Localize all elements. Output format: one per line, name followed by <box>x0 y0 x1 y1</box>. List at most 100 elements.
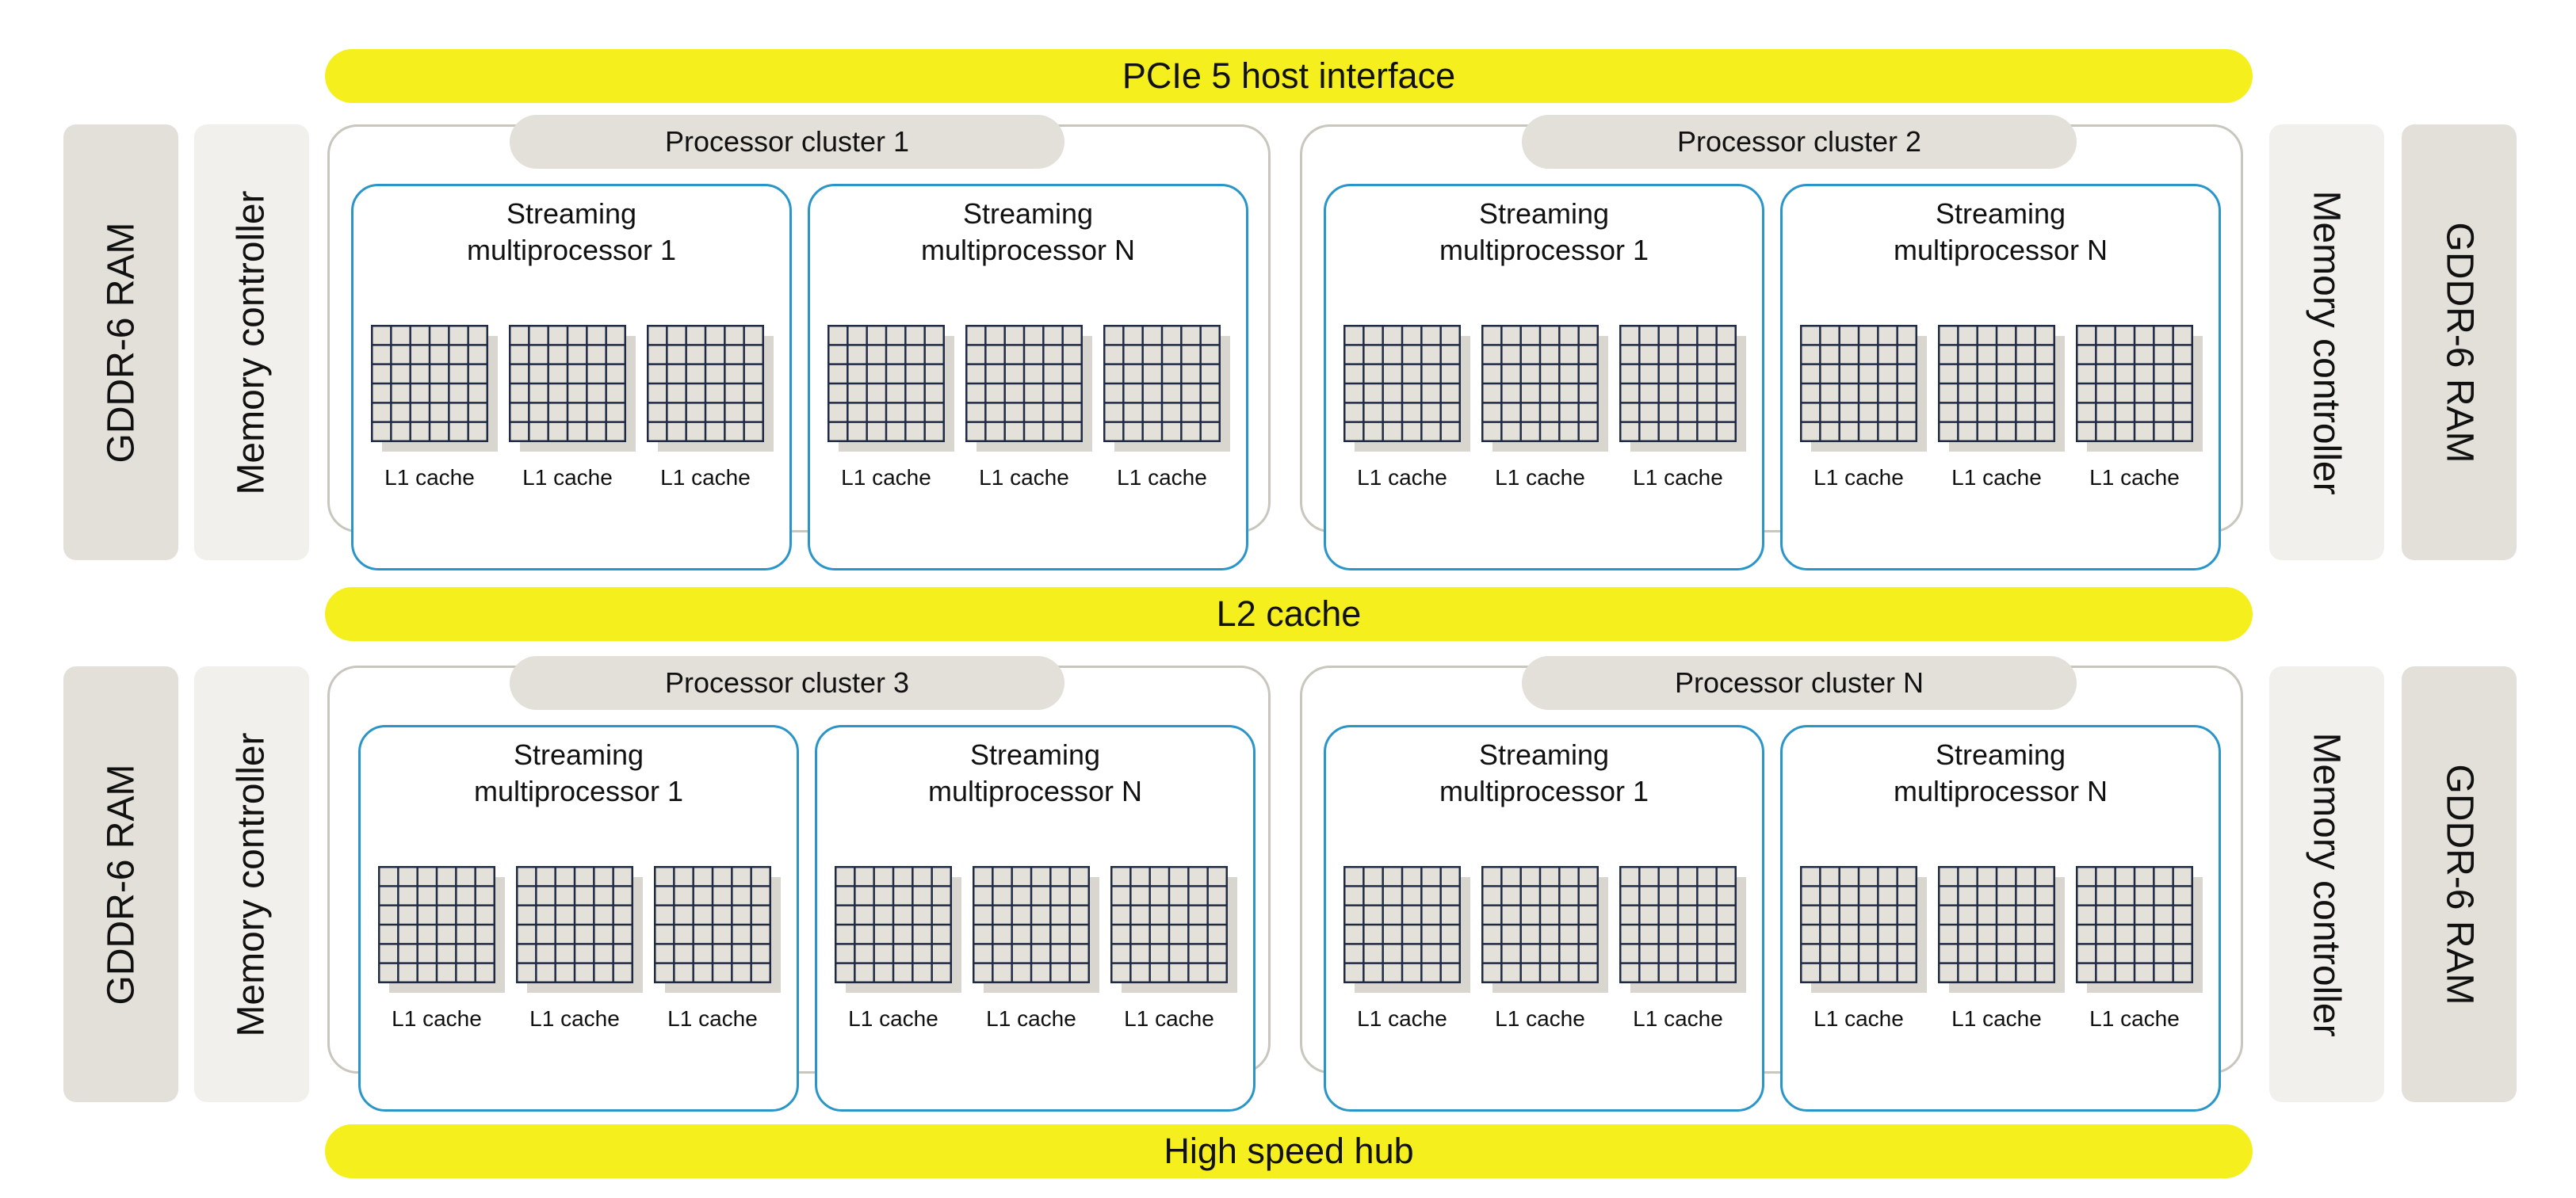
ram-label: GDDR-6 RAM <box>100 221 143 464</box>
sm-title-line1: Streaming <box>506 197 637 230</box>
streaming-multiprocessor-title: Streaming multiprocessor 1 <box>1326 737 1762 810</box>
core-grid-icon <box>827 325 954 452</box>
core-grid-icon <box>1619 866 1746 993</box>
sm-title-line2: multiprocessor N <box>1893 234 2108 266</box>
l1-cache-label: L1 cache <box>1495 465 1585 490</box>
l1-cache-label: L1 cache <box>529 1006 620 1031</box>
sm-title-line2: multiprocessor 1 <box>1439 775 1649 807</box>
l1-cache-label: L1 cache <box>660 465 751 490</box>
streaming-multiprocessor-title: Streaming multiprocessor N <box>1783 196 2219 269</box>
memory-controller-top-left: Memory controller <box>194 124 309 560</box>
streaming-multiprocessor: Streaming multiprocessor 1 L1 cache L1 cach… <box>1324 184 1764 570</box>
sm-title-line2: multiprocessor 1 <box>473 775 684 807</box>
l1-cache-label: L1 cache <box>1357 465 1447 490</box>
ram-label: GDDR-6 RAM <box>2438 221 2481 464</box>
streaming-multiprocessor-title: Streaming multiprocessor N <box>817 737 1253 810</box>
core-grid-icon <box>973 866 1099 993</box>
sm-title-line1: Streaming <box>1478 738 1610 771</box>
l1-cache-label: L1 cache <box>1124 1006 1214 1031</box>
core-grid-icon <box>1343 325 1470 452</box>
sm-title-line2: multiprocessor 1 <box>1439 234 1649 266</box>
core-grid-icon <box>654 866 781 993</box>
sm-title-line2: multiprocessor N <box>1893 775 2108 807</box>
l1-cache-label: L1 cache <box>1633 465 1723 490</box>
core-grid-icon <box>1938 325 2065 452</box>
memory-controller-label: Memory controller <box>2306 731 2348 1037</box>
ram-label: GDDR-6 RAM <box>2438 763 2481 1005</box>
streaming-multiprocessor: Streaming multiprocessor N L1 cache L1 cach… <box>1780 184 2221 570</box>
processor-cluster-label: Processor cluster 3 <box>510 656 1064 710</box>
processor-cluster-label: Processor cluster N <box>1522 656 2077 710</box>
l1-cache-label: L1 cache <box>1117 465 1207 490</box>
streaming-multiprocessor-title: Streaming multiprocessor 1 <box>1326 196 1762 269</box>
l2-cache-bus: L2 cache <box>325 587 2253 641</box>
streaming-multiprocessor: Streaming multiprocessor N L1 cache L1 cach… <box>808 184 1248 570</box>
l1-cache-label: L1 cache <box>2089 465 2180 490</box>
streaming-multiprocessor: Streaming multiprocessor 1 L1 cache L1 cach… <box>358 725 799 1112</box>
l1-cache-label: L1 cache <box>2089 1006 2180 1031</box>
memory-controller-top-right: Memory controller <box>2269 124 2384 560</box>
streaming-multiprocessor-title: Streaming multiprocessor 1 <box>361 737 797 810</box>
l1-cache-label: L1 cache <box>848 1006 938 1031</box>
streaming-multiprocessor-title: Streaming multiprocessor 1 <box>354 196 789 269</box>
high-speed-hub-bus: High speed hub <box>325 1124 2253 1178</box>
core-grid-icon <box>965 325 1092 452</box>
l1-cache-label: L1 cache <box>384 465 475 490</box>
l1-cache-label: L1 cache <box>392 1006 482 1031</box>
streaming-multiprocessor-title: Streaming multiprocessor N <box>1783 737 2219 810</box>
processor-cluster-label: Processor cluster 2 <box>1522 115 2077 169</box>
l1-cache-label: L1 cache <box>1495 1006 1585 1031</box>
l1-cache-label: L1 cache <box>1814 1006 1904 1031</box>
sm-title-line1: Streaming <box>962 197 1094 230</box>
ram-box-bottom-left: GDDR-6 RAM <box>63 666 178 1102</box>
core-grid-icon <box>1619 325 1746 452</box>
streaming-multiprocessor: Streaming multiprocessor 1 L1 cache L1 cach… <box>351 184 792 570</box>
l1-cache-label: L1 cache <box>1814 465 1904 490</box>
core-grid-icon <box>2076 325 2203 452</box>
memory-controller-bottom-right: Memory controller <box>2269 666 2384 1102</box>
core-grid-icon <box>516 866 643 993</box>
core-grid-icon <box>378 866 505 993</box>
core-grid-icon <box>1481 325 1608 452</box>
ram-box-top-right: GDDR-6 RAM <box>2402 124 2517 560</box>
sm-title-line2: multiprocessor N <box>927 775 1143 807</box>
core-grid-icon <box>371 325 498 452</box>
l1-cache-label: L1 cache <box>986 1006 1076 1031</box>
sm-title-line2: multiprocessor N <box>920 234 1136 266</box>
ram-box-top-left: GDDR-6 RAM <box>63 124 178 560</box>
core-grid-icon <box>2076 866 2203 993</box>
sm-title-line1: Streaming <box>1478 197 1610 230</box>
sm-title-line1: Streaming <box>1935 197 2066 230</box>
sm-title-line1: Streaming <box>1935 738 2066 771</box>
memory-controller-bottom-left: Memory controller <box>194 666 309 1102</box>
processor-cluster-label: Processor cluster 1 <box>510 115 1064 169</box>
memory-controller-label: Memory controller <box>231 731 273 1037</box>
ram-box-bottom-right: GDDR-6 RAM <box>2402 666 2517 1102</box>
core-grid-icon <box>1800 866 1927 993</box>
sm-title-line1: Streaming <box>513 738 644 771</box>
core-grid-icon <box>647 325 774 452</box>
core-grid-icon <box>1103 325 1230 452</box>
core-grid-icon <box>1481 866 1608 993</box>
core-grid-icon <box>509 325 636 452</box>
l1-cache-label: L1 cache <box>1357 1006 1447 1031</box>
l1-cache-label: L1 cache <box>1951 465 2042 490</box>
streaming-multiprocessor: Streaming multiprocessor N L1 cache L1 cach… <box>815 725 1256 1112</box>
l1-cache-label: L1 cache <box>1951 1006 2042 1031</box>
l1-cache-label: L1 cache <box>979 465 1069 490</box>
l1-cache-label: L1 cache <box>667 1006 758 1031</box>
sm-title-line2: multiprocessor 1 <box>466 234 677 266</box>
memory-controller-label: Memory controller <box>2306 189 2348 495</box>
l1-cache-label: L1 cache <box>1633 1006 1723 1031</box>
pcie-host-interface-bus: PCIe 5 host interface <box>325 49 2253 103</box>
streaming-multiprocessor-title: Streaming multiprocessor N <box>810 196 1246 269</box>
l1-cache-label: L1 cache <box>841 465 931 490</box>
streaming-multiprocessor: Streaming multiprocessor N L1 cache L1 cach… <box>1780 725 2221 1112</box>
core-grid-icon <box>1938 866 2065 993</box>
core-grid-icon <box>1110 866 1237 993</box>
core-grid-icon <box>1343 866 1470 993</box>
sm-title-line1: Streaming <box>969 738 1101 771</box>
streaming-multiprocessor: Streaming multiprocessor 1 L1 cache L1 cach… <box>1324 725 1764 1112</box>
core-grid-icon <box>835 866 961 993</box>
